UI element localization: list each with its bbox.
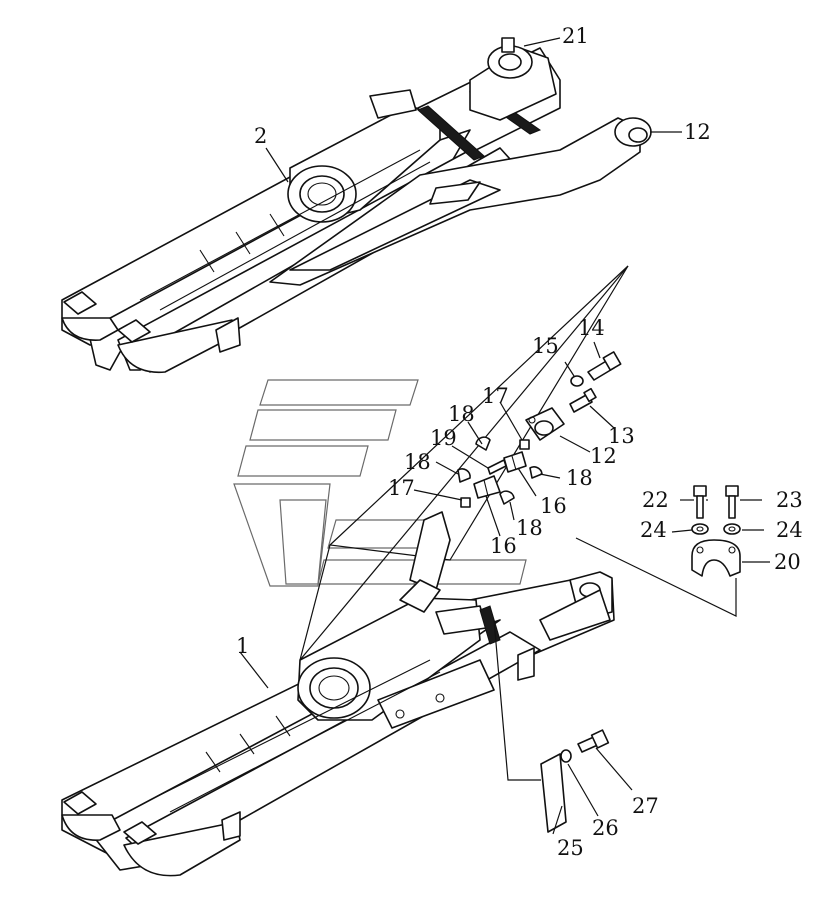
label-20: 20 xyxy=(774,550,801,574)
lower-track-frame xyxy=(61,511,615,877)
pin-17b xyxy=(460,497,471,508)
label-21: 21 xyxy=(562,24,589,48)
label-24a: 24 xyxy=(640,518,667,542)
label-27: 27 xyxy=(632,794,659,818)
label-25: 25 xyxy=(557,836,584,860)
label-14: 14 xyxy=(578,316,605,340)
label-18c: 18 xyxy=(404,450,431,474)
label-1: 1 xyxy=(236,634,250,658)
watermark-logo xyxy=(233,379,527,587)
label-16a: 16 xyxy=(540,494,567,518)
washer-24b xyxy=(723,523,741,535)
fitting-13 xyxy=(569,387,597,413)
bearing-cap-12 xyxy=(525,407,565,441)
label-16b: 16 xyxy=(490,534,517,558)
label-12a: 12 xyxy=(684,120,711,144)
spring-pin-19 xyxy=(487,459,507,475)
label-19: 19 xyxy=(430,426,457,450)
bolt-23 xyxy=(725,485,739,519)
half-bushing-18d xyxy=(499,490,515,505)
label-17b: 17 xyxy=(388,476,415,500)
plate-25 xyxy=(540,753,567,833)
washer-26 xyxy=(560,749,572,763)
exploded-parts xyxy=(457,351,741,833)
washer-24a xyxy=(691,523,709,535)
washer-15 xyxy=(570,375,584,387)
bolt-27 xyxy=(577,729,610,753)
half-bushing-18a xyxy=(475,436,491,451)
pin-16a xyxy=(503,451,527,473)
label-15: 15 xyxy=(532,334,559,358)
cap-20 xyxy=(691,539,741,577)
upper-track-frame xyxy=(61,37,652,374)
bolt-14 xyxy=(587,351,622,381)
label-18d: 18 xyxy=(516,516,543,540)
pin-16b xyxy=(473,475,501,499)
half-bushing-18b xyxy=(529,466,543,479)
label-26: 26 xyxy=(592,816,619,840)
label-22: 22 xyxy=(642,488,669,512)
label-24b: 24 xyxy=(776,518,803,542)
half-bushing-18c xyxy=(457,468,471,483)
label-12b: 12 xyxy=(590,444,617,468)
pin-17a xyxy=(519,439,530,450)
label-13: 13 xyxy=(608,424,635,448)
label-17a: 17 xyxy=(482,384,509,408)
leader-lines xyxy=(239,37,770,835)
bolt-22 xyxy=(693,485,707,519)
label-18a: 18 xyxy=(448,402,475,426)
label-2: 2 xyxy=(254,124,268,148)
assembly-lines xyxy=(493,537,737,781)
projection-lines xyxy=(299,265,629,661)
label-18b: 18 xyxy=(566,466,593,490)
label-23: 23 xyxy=(776,488,803,512)
